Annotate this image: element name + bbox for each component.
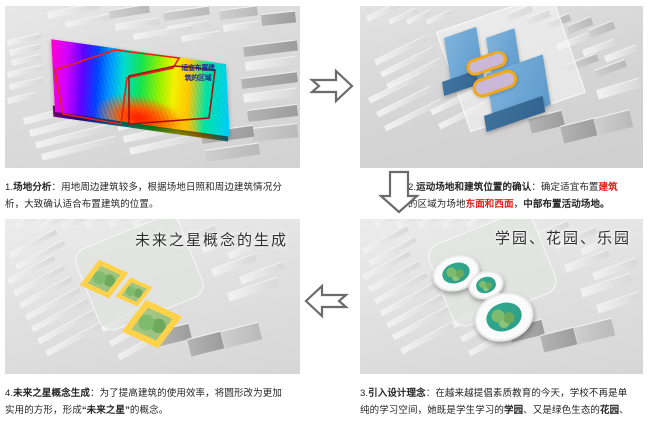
panel-3-caption-bold2: 花园: [600, 405, 620, 416]
panel-4-caption-line1: ：为了提高建筑的使用效率，将圆形改为更加: [89, 388, 282, 399]
panel-3-caption-line2c: 、: [619, 405, 629, 416]
panel-4-caption-number: 4.: [5, 388, 14, 399]
panel-2-caption: 2.运动场地和建筑位置的确认：确定适宜布置建筑 的区域为场地东面和西面，中部布置…: [408, 179, 648, 213]
panel-1-figure: 适宜布置建筑的区域: [5, 6, 300, 168]
panel-1-caption-title: 场地分析: [13, 182, 52, 193]
panel-2-massing: 2.运动场地和建筑位置的确认：确定适宜布置建筑 的区域为场地东面和西面，中部布置…: [360, 6, 648, 218]
panel-1-caption: 1.场地分析：用地周边建筑较多，根据场地日照和周边建筑情况分 析，大致确认适合布…: [5, 179, 300, 213]
panel-4-caption-quote: “未来之星”: [81, 405, 130, 416]
panel-4-caption-title: 未来之星概念生成: [13, 388, 90, 399]
panel-1-caption-line2: 析，大致确认适合布置建筑的位置。: [5, 199, 159, 210]
panel-1-caption-line1: ：用地周边建筑较多，根据场地日照和周边建筑情况分: [51, 182, 282, 193]
panel-4-caption: 4.未来之星概念生成：为了提高建筑的使用效率，将圆形改为更加 实用的方形，形成“…: [5, 385, 300, 419]
panel-2-highlight-orientation: 东面和西面: [465, 199, 514, 210]
panel-3-caption-bold1: 学园: [504, 405, 524, 416]
panel-1-site-analysis: 适宜布置建筑的区域 1.场地分析：用地周边建筑较多，根据场地日照和周边建筑情况分…: [5, 6, 300, 218]
panel-2-caption-number: 2.: [408, 182, 417, 193]
panel-2-caption-bold2: 活动场地。: [561, 199, 610, 210]
panel-2-caption-bold1: 中部布置: [523, 199, 562, 210]
panel-4-future-star: 未来之星概念的生成 4.未来之星概念生成：为了提高建筑的使用效率，将圆形改为更加…: [5, 219, 300, 423]
panel-4-figure: 未来之星概念的生成: [5, 219, 300, 374]
suitable-area-label: 适宜布置建筑的区域: [181, 64, 215, 82]
panel-2-figure: [360, 6, 643, 168]
arrow-left-icon: [302, 278, 350, 324]
panel-1-caption-number: 1.: [5, 182, 14, 193]
arrow-right-icon: [308, 62, 356, 110]
panel-3-figure: 学园、花园、乐园: [360, 219, 643, 374]
panel-2-caption-line2b: ，: [513, 199, 524, 210]
panel-4-caption-line2b: 的概念。: [129, 405, 169, 416]
panel-2-caption-line1: ：确定适宜布置: [531, 182, 599, 193]
panel-3-caption-line2a: 纯的学习空间，她既是学生学习的: [360, 405, 505, 416]
panel-2-highlight-building: 建筑: [598, 182, 618, 193]
panel-3-caption-title: 引入设计理念: [368, 388, 426, 399]
panel-3-caption-line1: ：在越来越提倡素质教育的今天，学校不再是单: [425, 388, 628, 399]
panel-3-design-concept: 学园、花园、乐园 3.引入设计理念：在越来越提倡素质教育的今天，学校不再是单 纯…: [360, 219, 648, 423]
panel-4-caption-line2a: 实用的方形，形成: [5, 405, 82, 416]
arrow-down-icon: [378, 170, 420, 214]
panel-3-caption-number: 3.: [360, 388, 369, 399]
panel-3-caption: 3.引入设计理念：在越来越提倡素质教育的今天，学校不再是单 纯的学习空间，她既是…: [360, 385, 648, 419]
panel-2-caption-title: 运动场地和建筑位置的确认: [416, 182, 532, 193]
panel-3-caption-line2b: 、又是绿色生态的: [523, 405, 601, 416]
panel-2-caption-line2a: 的区域为场地: [408, 199, 466, 210]
